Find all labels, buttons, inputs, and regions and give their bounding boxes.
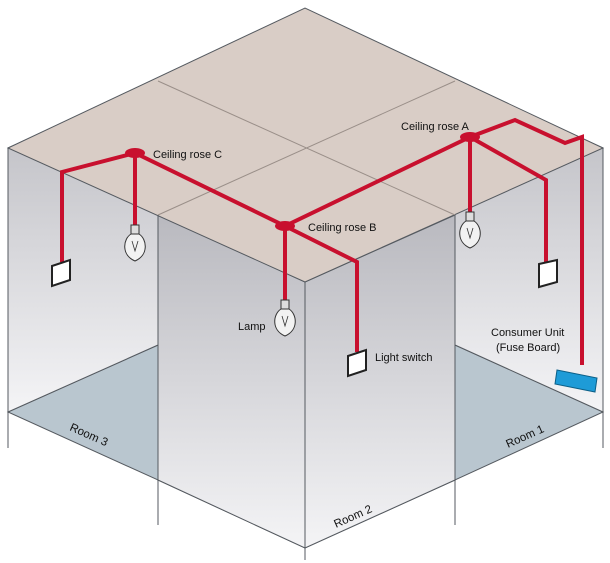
light-switch-label: Light switch xyxy=(375,352,432,364)
consumer-unit-label: Consumer Unit xyxy=(491,327,564,339)
ceiling-rose-c-label: Ceiling rose C xyxy=(153,149,222,161)
light-switch-icon xyxy=(51,258,71,288)
bulb-icon xyxy=(459,211,481,249)
consumer-unit-icon xyxy=(554,369,598,393)
bulb-icon xyxy=(274,299,296,337)
ceiling xyxy=(6,7,605,283)
light-switch-icon xyxy=(347,348,367,378)
bulb-icon xyxy=(124,224,146,262)
fuse-board-label: (Fuse Board) xyxy=(496,342,560,354)
ceiling-rose-b xyxy=(275,221,295,231)
lamp-label: Lamp xyxy=(238,321,266,333)
ceiling-rose-a xyxy=(460,132,480,142)
light-switch-icon xyxy=(538,258,558,289)
ceiling-rose-b-label: Ceiling rose B xyxy=(308,222,376,234)
ceiling-rose-c xyxy=(125,148,145,158)
ceiling-rose-a-label: Ceiling rose A xyxy=(401,121,470,133)
